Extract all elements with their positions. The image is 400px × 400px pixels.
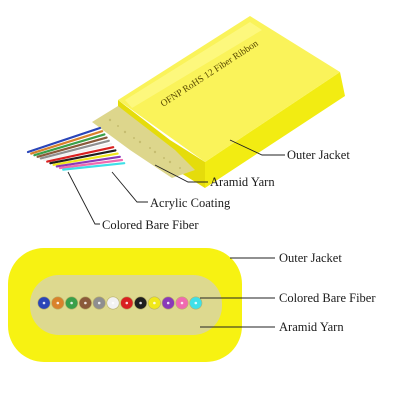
fiber-core: [56, 301, 60, 305]
outer-jacket-top-face: [118, 16, 340, 162]
fiber-strand: [52, 152, 119, 166]
fiber-strand: [62, 162, 126, 171]
outer-jacket-side-face: [205, 72, 345, 188]
fiber-core: [125, 301, 129, 305]
aramid-yarn-texture: [108, 118, 181, 169]
fiber-strand: [33, 133, 106, 157]
leader-colored-bare-fiber-top: [67, 171, 100, 225]
colored-bare-fiber-row: [37, 296, 203, 310]
label-outer-jacket-bottom: Outer Jacket: [279, 251, 342, 265]
label-colored-bare-fiber-bottom: Colored Bare Fiber: [279, 291, 376, 305]
fiber-core: [166, 301, 170, 305]
leader-outer-jacket-top: [229, 139, 285, 156]
outer-jacket-highlight: [125, 22, 262, 108]
fiber-strand: [58, 158, 124, 170]
fiber-core: [139, 301, 142, 305]
fiber-strand: [36, 136, 108, 158]
leader-acrylic-coating: [111, 171, 148, 203]
fiber-strand: [39, 139, 110, 160]
fiber-core: [111, 301, 115, 305]
label-aramid-yarn-bottom: Aramid Yarn: [279, 320, 344, 334]
fiber-core: [153, 301, 156, 305]
fiber-strand: [55, 155, 121, 168]
fiber-strand: [49, 149, 117, 165]
cable-cross-section: Outer Jacket Colored Bare Fiber Aramid Y…: [8, 248, 376, 362]
fiber-core: [194, 301, 198, 305]
label-acrylic-coating: Acrylic Coating: [150, 196, 231, 210]
fiber-core: [70, 301, 73, 305]
fiber-core: [42, 301, 46, 305]
fiber-strand: [30, 130, 104, 155]
fiber-core: [97, 301, 101, 305]
label-outer-jacket-top: Outer Jacket: [287, 148, 350, 162]
leader-aramid-yarn-top: [154, 164, 208, 183]
fiber-core: [84, 301, 87, 305]
fiber-strand: [26, 126, 102, 154]
fiber-strand: [46, 146, 115, 163]
aramid-yarn-end: [92, 106, 195, 178]
label-colored-bare-fiber-top: Colored Bare Fiber: [102, 218, 199, 232]
label-aramid-yarn-top: Aramid Yarn: [210, 175, 275, 189]
colored-fiber-strands: [26, 126, 126, 171]
fiber-core: [180, 301, 184, 305]
cable-3d-view: OFNP RoHS 12 Fiber Ribbon Outer Jacket A…: [26, 16, 350, 232]
fiber-strand: [42, 142, 113, 162]
